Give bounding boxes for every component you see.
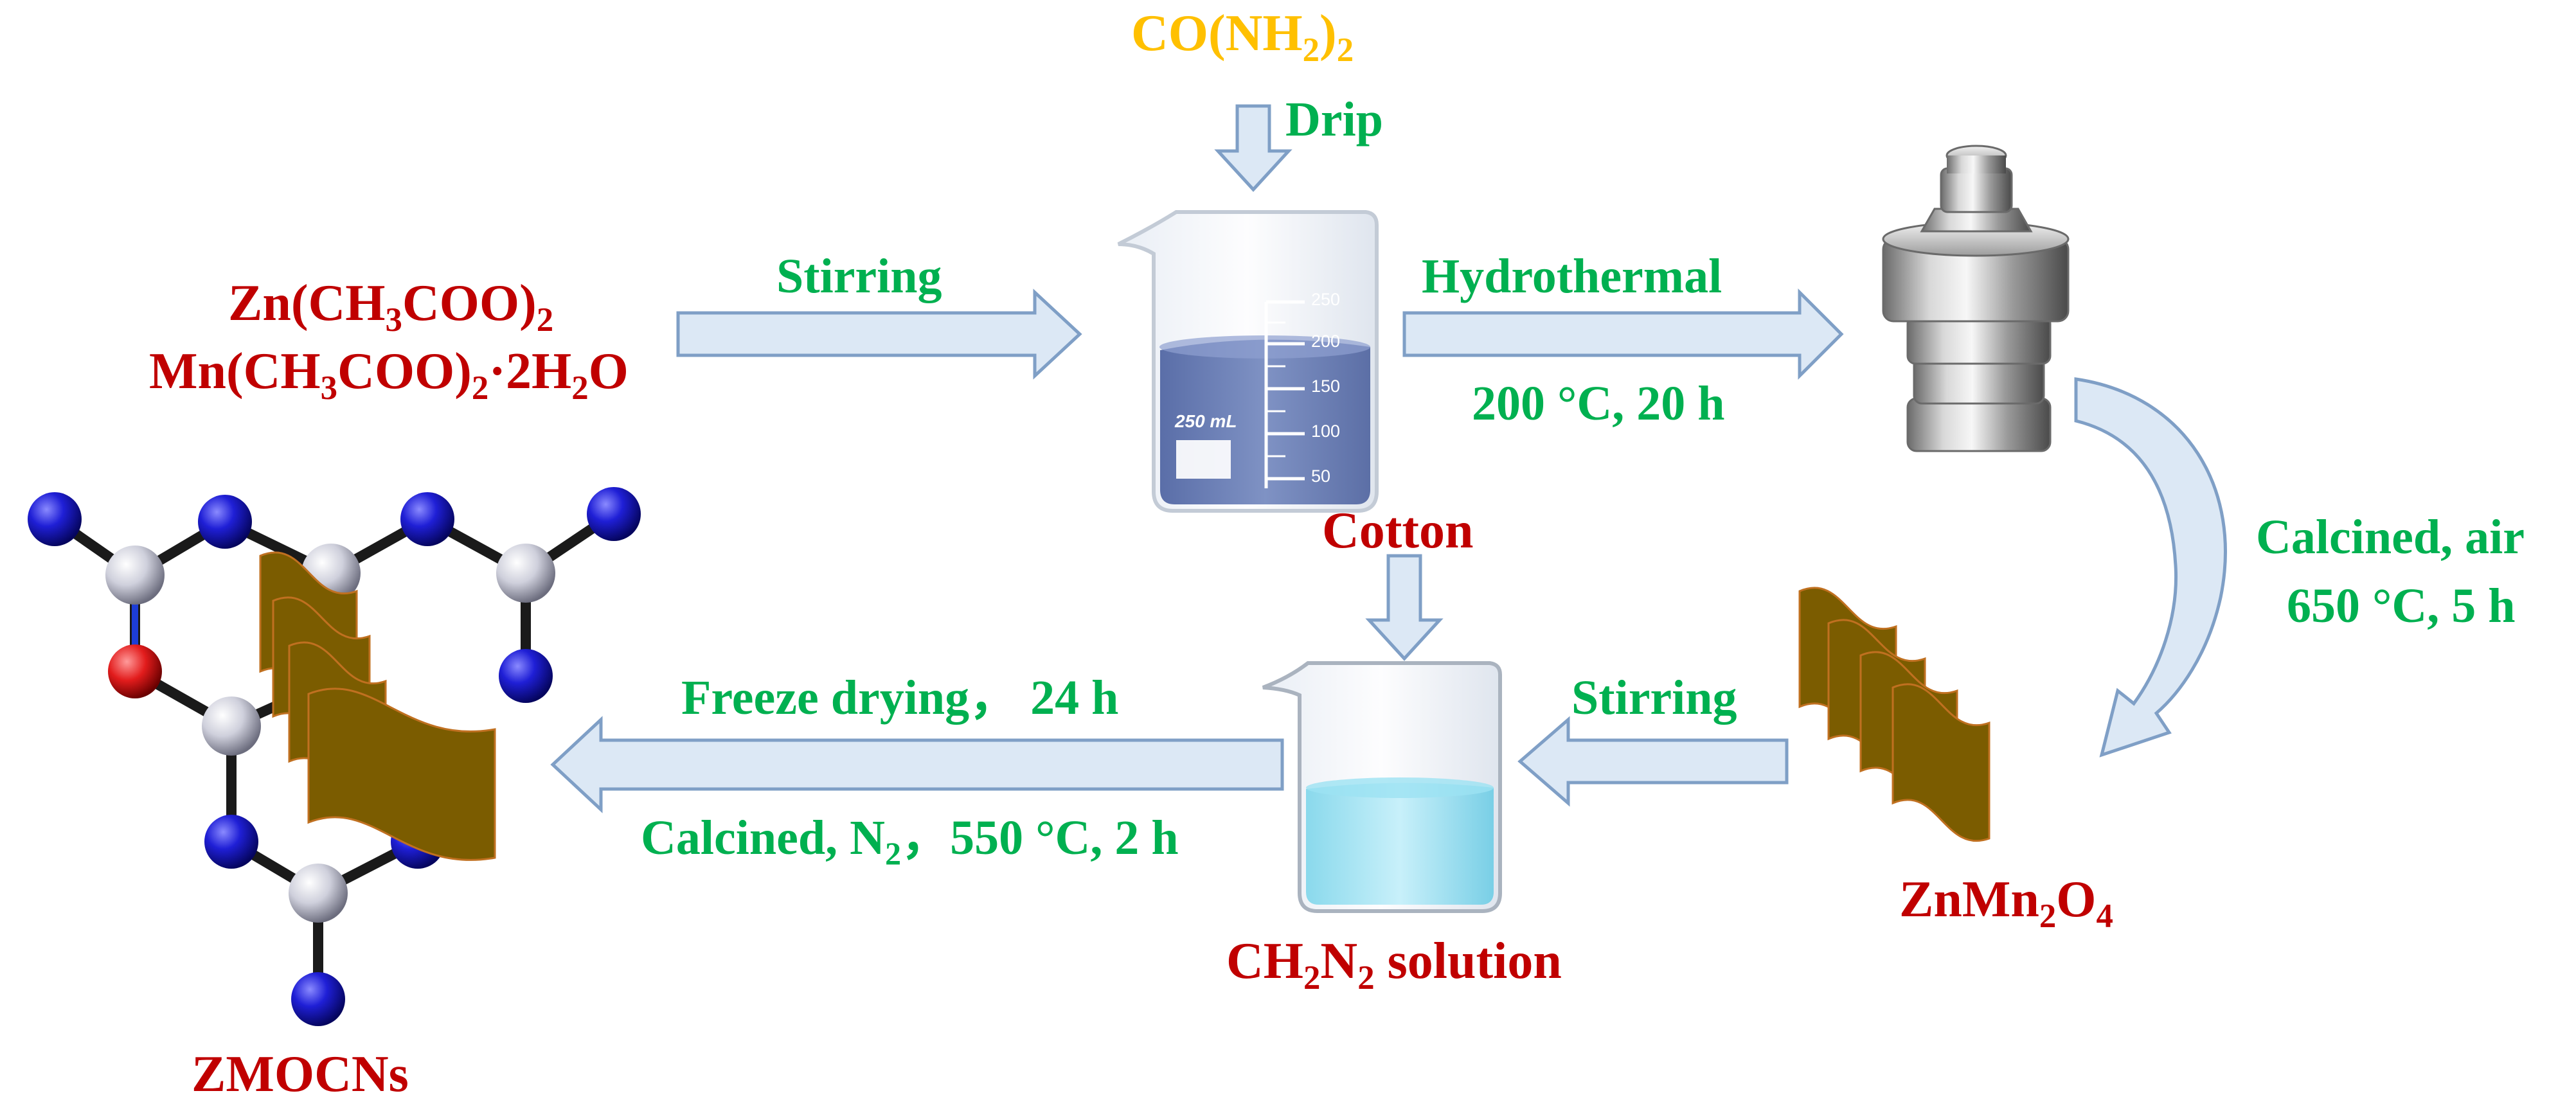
atom-n bbox=[291, 972, 345, 1026]
atom-c bbox=[496, 544, 555, 603]
beaker-scale-200: 200 bbox=[1311, 332, 1340, 351]
atom-c bbox=[105, 546, 165, 605]
atom-n bbox=[198, 495, 252, 549]
zmocns-molecule-icon bbox=[28, 487, 641, 1026]
step-hydrothermal: Hydrothermal bbox=[1422, 249, 1722, 303]
autoclave-icon bbox=[1882, 145, 2070, 452]
atom-o bbox=[108, 644, 162, 698]
arrow-stirring-1 bbox=[676, 288, 1082, 380]
step-freeze-drying: Freeze drying， 24 h bbox=[681, 671, 1119, 725]
reagent-cyanamide-solution: CH2N2 solution bbox=[1226, 933, 1562, 997]
beaker-scale-150: 150 bbox=[1311, 377, 1340, 396]
arrow-stirring-2 bbox=[1517, 716, 1789, 807]
arrow-calcined-air bbox=[2074, 377, 2227, 758]
atom-n bbox=[204, 815, 258, 869]
arrow-freeze-calcine bbox=[550, 716, 1284, 813]
step-stirring-1: Stirring bbox=[776, 249, 942, 303]
znmn2o4-sheets-icon bbox=[1798, 587, 1990, 842]
beaker-volume-label: 250 mL bbox=[1174, 411, 1237, 431]
reagent-zinc-acetate: Zn(CH3COO)2 bbox=[228, 275, 554, 339]
atom-n bbox=[587, 487, 641, 541]
step-hydrothermal-conditions: 200 °C, 20 h bbox=[1472, 377, 1725, 430]
beaker-scale-100: 100 bbox=[1311, 421, 1340, 441]
product-znmn2o4: ZnMn2O4 bbox=[1899, 871, 2113, 935]
step-calcined-air: Calcined, air bbox=[2256, 510, 2525, 564]
product-zmocns: ZMOCNs bbox=[192, 1046, 409, 1103]
arrow-drip bbox=[1214, 104, 1292, 192]
arrow-cotton bbox=[1365, 554, 1444, 661]
atom-n bbox=[28, 492, 82, 546]
beaker-scale-50: 50 bbox=[1311, 466, 1330, 486]
step-calcined-n2: Calcined, N2，550 °C, 2 h bbox=[641, 811, 1179, 872]
atom-n bbox=[499, 649, 553, 703]
reagent-manganese-acetate: Mn(CH3COO)2·2H2O bbox=[149, 343, 629, 407]
step-stirring-2: Stirring bbox=[1571, 671, 1737, 725]
beaker-scale-250: 250 bbox=[1311, 290, 1340, 309]
arrow-hydrothermal bbox=[1402, 288, 1844, 380]
atom-c bbox=[202, 696, 261, 756]
step-drip: Drip bbox=[1285, 93, 1383, 146]
reagent-cotton: Cotton bbox=[1322, 502, 1474, 559]
atom-c bbox=[289, 864, 348, 923]
beaker-icon-precursor: 250 200 150 100 50 250 mL bbox=[1117, 210, 1379, 513]
reagent-urea: CO(NH2)2 bbox=[1131, 5, 1354, 69]
step-calcined-air-conditions: 650 °C, 5 h bbox=[2287, 579, 2516, 633]
beaker-icon-solution bbox=[1262, 661, 1502, 913]
atom-n bbox=[400, 492, 454, 546]
